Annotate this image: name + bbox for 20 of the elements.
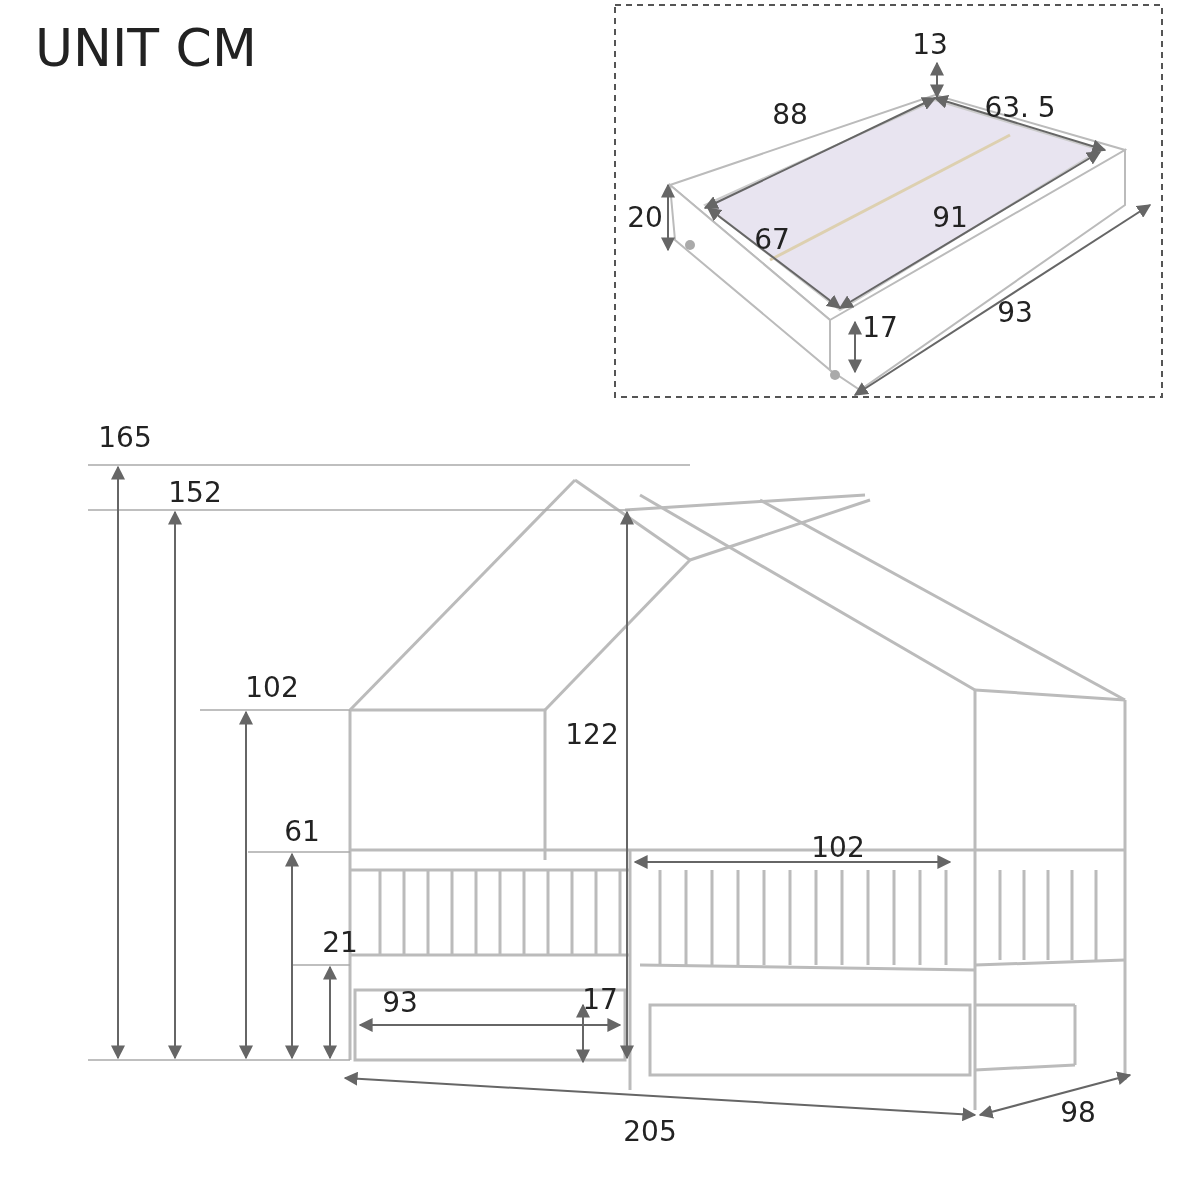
dimension-label: 122	[565, 721, 619, 749]
dimension-label: 152	[168, 479, 222, 507]
dimension-label: 67	[754, 226, 790, 254]
dimension-label: 61	[284, 818, 320, 846]
dimension-label: 20	[627, 204, 663, 232]
dimension-label: 13	[912, 31, 948, 59]
dimension-label: 21	[322, 929, 358, 957]
dimension-label: 91	[932, 204, 968, 232]
dimension-label: 17	[582, 986, 618, 1014]
dimension-label: 63. 5	[984, 94, 1056, 122]
dimension-label: 205	[623, 1118, 677, 1146]
title-text: UNIT CM	[35, 20, 257, 78]
dimension-label: 17	[862, 314, 898, 342]
dimension-label: 93	[997, 299, 1033, 327]
dimension-label: 165	[98, 424, 152, 452]
dimension-label: 102	[245, 674, 299, 702]
dimension-label: 88	[772, 101, 808, 129]
dimension-label: 93	[382, 989, 418, 1017]
dimension-label: 102	[811, 834, 865, 862]
dimension-label: 98	[1060, 1099, 1096, 1127]
